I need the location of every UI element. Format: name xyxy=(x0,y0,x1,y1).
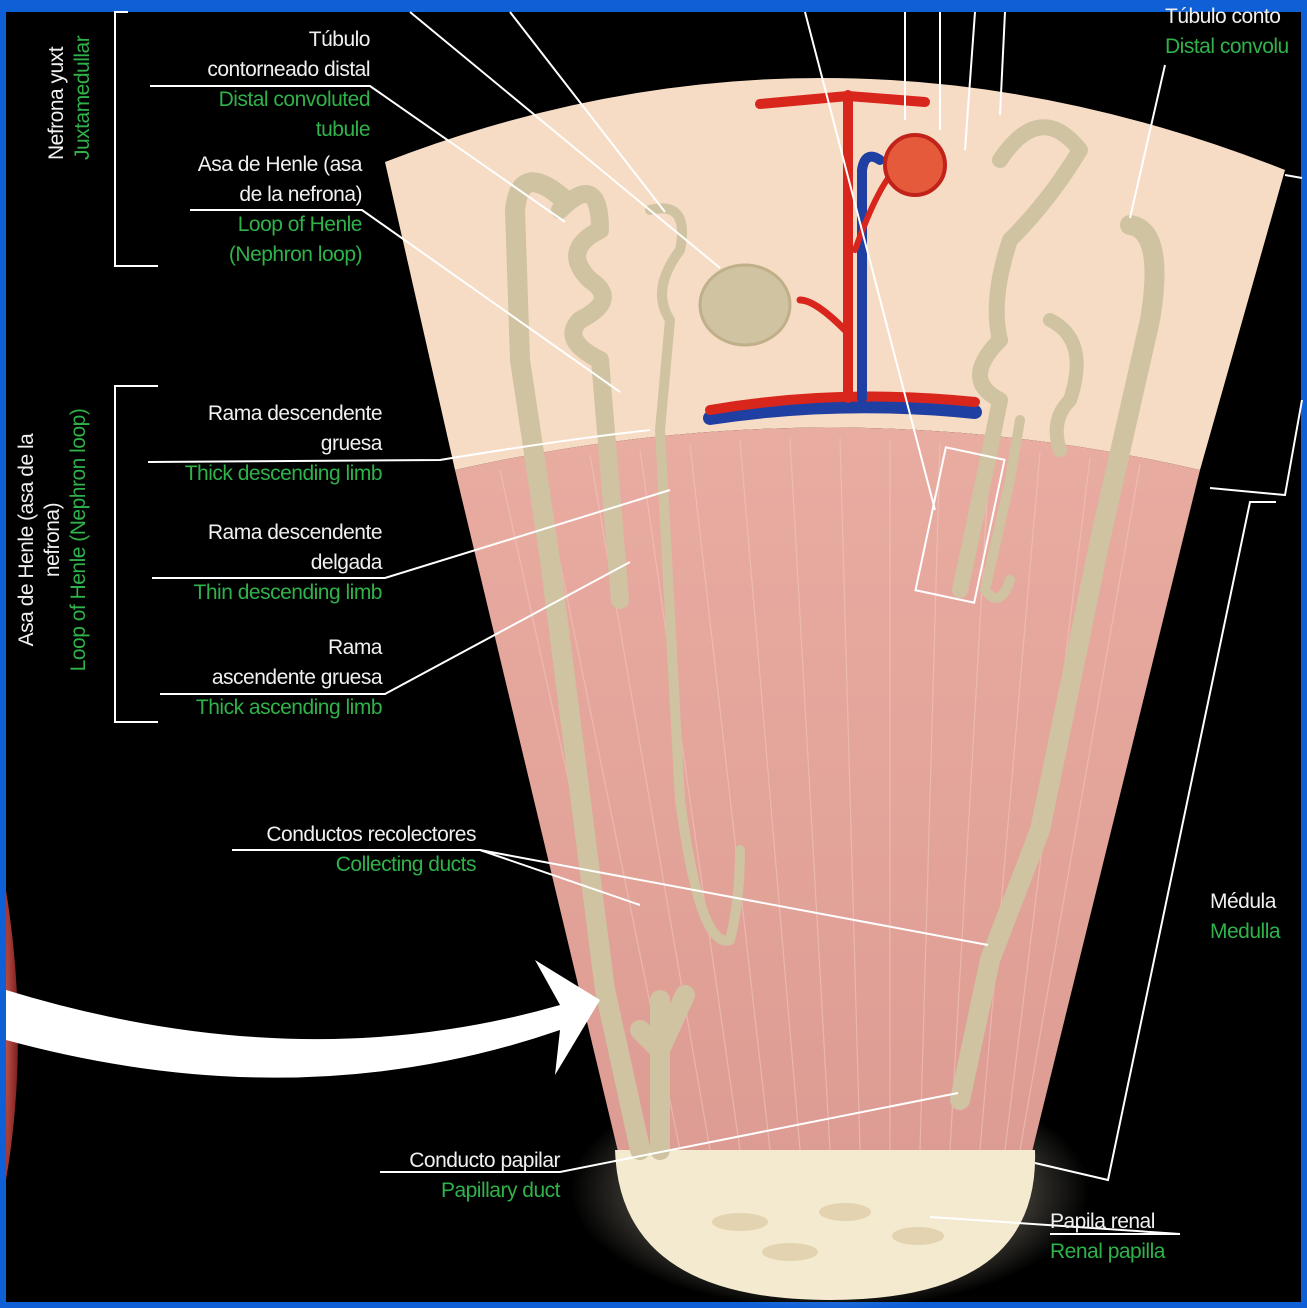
group-loop-es-1: Asa de Henle (asa de la xyxy=(14,390,40,690)
label-thick-descending: Rama descendente gruesa Thick descending… xyxy=(130,399,382,489)
medulla-es: Médula xyxy=(1210,887,1280,917)
henle-en-1: Loop of Henle xyxy=(110,210,362,240)
thin-desc-es-1: Rama descendente xyxy=(130,518,382,548)
papilla-en: Renal papilla xyxy=(1050,1237,1165,1267)
dct-es-2: contorneado distal xyxy=(120,55,370,85)
direction-arrow xyxy=(6,960,600,1078)
label-collecting-ducts: Conductos recolectores Collecting ducts xyxy=(200,820,476,880)
thin-desc-es-2: delgada xyxy=(130,548,382,578)
group-juxt-en: Juxtamedullar xyxy=(70,36,96,160)
dct-right-es: Túbulo conto xyxy=(1165,2,1301,32)
label-thin-descending: Rama descendente delgada Thin descending… xyxy=(130,518,382,608)
henle-es-1: Asa de Henle (asa xyxy=(110,150,362,180)
papilla-es: Papila renal xyxy=(1050,1207,1165,1237)
dct-right-en: Distal convolu xyxy=(1165,32,1301,62)
label-distal-tubule-right: Túbulo conto Distal convolu xyxy=(1165,2,1301,62)
henle-es-2: de la nefrona) xyxy=(110,180,362,210)
papillary-en: Papillary duct xyxy=(340,1176,560,1206)
dct-en-1: Distal convoluted xyxy=(120,85,370,115)
thick-desc-es-1: Rama descendente xyxy=(130,399,382,429)
group-loop-en: Loop of Henle (Nephron loop) xyxy=(66,390,92,690)
thick-desc-en: Thick descending limb xyxy=(130,459,382,489)
henle-en-2: (Nephron loop) xyxy=(110,240,362,270)
thick-asc-es-1: Rama xyxy=(130,633,382,663)
group-label-juxtamedullary: Nefrona yuxt Juxtamedullar xyxy=(44,36,96,160)
group-juxt-es: Nefrona yuxt xyxy=(44,36,70,160)
collecting-es: Conductos recolectores xyxy=(200,820,476,850)
label-papillary-duct: Conducto papilar Papillary duct xyxy=(340,1146,560,1206)
label-loop-of-henle: Asa de Henle (asa de la nefrona) Loop of… xyxy=(110,150,362,270)
label-renal-papilla: Papila renal Renal papilla xyxy=(1050,1207,1165,1267)
group-loop-es-2: nefrona) xyxy=(40,390,66,690)
label-distal-tubule: Túbulo contorneado distal Distal convolu… xyxy=(120,25,370,145)
papillary-es: Conducto papilar xyxy=(340,1146,560,1176)
medulla-en: Medulla xyxy=(1210,917,1280,947)
thick-desc-es-2: gruesa xyxy=(130,429,382,459)
thick-asc-es-2: ascendente gruesa xyxy=(130,663,382,693)
label-medulla: Médula Medulla xyxy=(1210,887,1280,947)
collecting-en: Collecting ducts xyxy=(200,850,476,880)
thin-desc-en: Thin descending limb xyxy=(130,578,382,608)
thick-asc-en: Thick ascending limb xyxy=(130,693,382,723)
group-label-loop: Asa de Henle (asa de la nefrona) Loop of… xyxy=(14,390,92,690)
label-thick-ascending: Rama ascendente gruesa Thick ascending l… xyxy=(130,633,382,723)
dct-en-2: tubule xyxy=(120,115,370,145)
dct-es-1: Túbulo xyxy=(120,25,370,55)
